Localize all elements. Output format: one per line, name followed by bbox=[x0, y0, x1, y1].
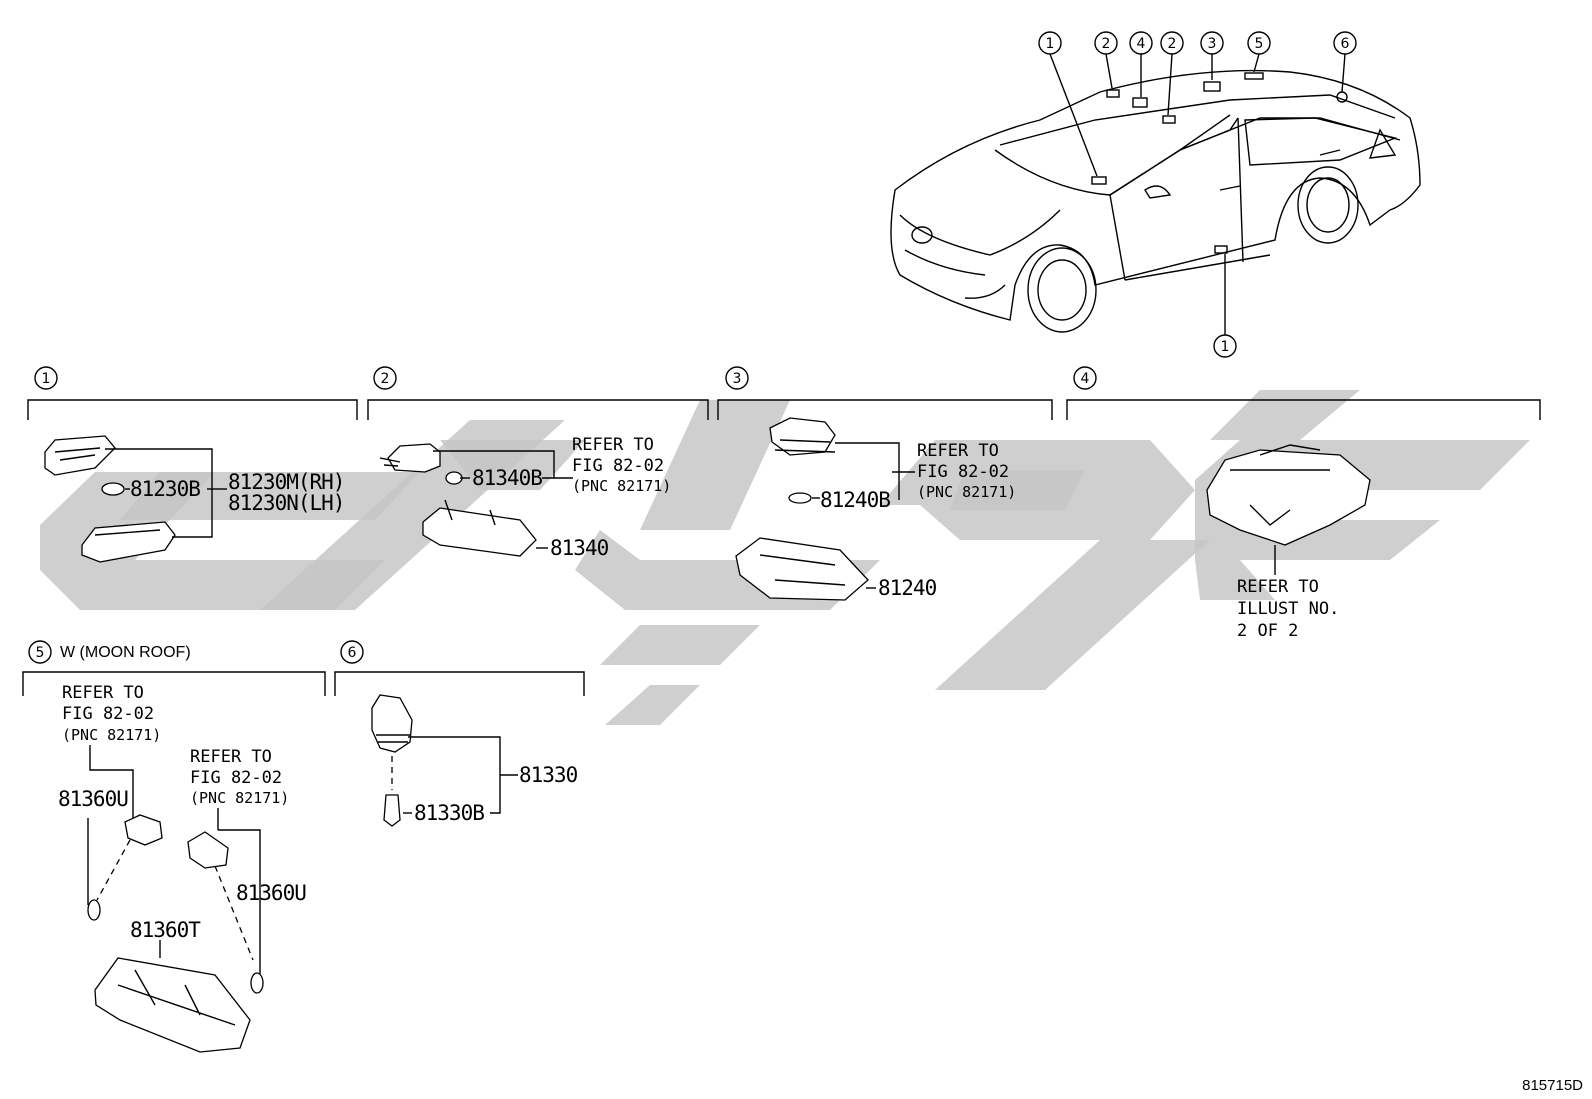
car-callout-1b: 1 bbox=[1213, 334, 1237, 358]
part-number-81340: 81340 bbox=[550, 536, 609, 560]
car-callout-4: 4 bbox=[1129, 31, 1153, 55]
part-number-81330: 81330 bbox=[519, 763, 578, 787]
svg-text:1: 1 bbox=[1221, 339, 1230, 355]
section-6-header: 6 bbox=[334, 640, 585, 696]
section-3-parts: 81240B 81240 REFER TO FIG 82-02 (PNC 821… bbox=[735, 417, 1016, 601]
car-callout-1a: 1 bbox=[1038, 31, 1062, 55]
svg-text:5: 5 bbox=[36, 645, 45, 661]
part-number-81230M: 81230M(RH) bbox=[228, 470, 344, 494]
car-callout-2a: 2 bbox=[1094, 31, 1118, 55]
ref-s4-line3: 2 OF 2 bbox=[1237, 621, 1298, 641]
car-callout-6: 6 bbox=[1333, 31, 1357, 55]
ref-s2-line2: FIG 82-02 bbox=[572, 456, 664, 476]
section-3-header: 3 bbox=[717, 366, 1053, 420]
part-number-81330B: 81330B bbox=[414, 801, 484, 825]
vehicle-illustration bbox=[890, 53, 1421, 335]
s4-console-assembly bbox=[1206, 449, 1371, 546]
svg-text:6: 6 bbox=[348, 645, 357, 661]
part-number-81340B: 81340B bbox=[472, 466, 542, 490]
s1-lamp-housing bbox=[44, 435, 116, 476]
svg-text:5: 5 bbox=[1255, 36, 1264, 52]
svg-text:6: 6 bbox=[1341, 36, 1350, 52]
s5-socket-a bbox=[124, 814, 163, 846]
section-5-parts: REFER TO FIG 82-02 (PNC 82171) 81360U RE… bbox=[58, 683, 307, 1053]
s3-socket bbox=[769, 417, 836, 456]
s3-bulb-icon bbox=[788, 492, 812, 504]
ref-s5b-line2: FIG 82-02 bbox=[190, 768, 282, 788]
s5-socket-b bbox=[187, 831, 229, 869]
part-number-81360T: 81360T bbox=[130, 918, 201, 942]
ref-s3-line3: (PNC 82171) bbox=[917, 483, 1016, 501]
part-number-81360U-a: 81360U bbox=[58, 787, 128, 811]
part-number-81360U-b: 81360U bbox=[236, 881, 306, 905]
svg-text:4: 4 bbox=[1081, 371, 1090, 387]
svg-text:1: 1 bbox=[42, 371, 51, 387]
section-4-header: 4 bbox=[1066, 366, 1541, 420]
s5-lens-cover bbox=[94, 957, 251, 1053]
section-2-parts: 81340B 81340 REFER TO FIG 82-02 (PNC 821… bbox=[379, 435, 671, 560]
svg-text:2: 2 bbox=[1168, 36, 1177, 52]
ref-s3-line2: FIG 82-02 bbox=[917, 462, 1009, 482]
part-number-81230N: 81230N(LH) bbox=[228, 491, 344, 515]
svg-text:1: 1 bbox=[1046, 36, 1055, 52]
section-4-parts: REFER TO ILLUST NO. 2 OF 2 bbox=[1206, 444, 1371, 641]
s2-socket bbox=[387, 443, 441, 473]
svg-text:4: 4 bbox=[1137, 36, 1146, 52]
car-callout-3: 3 bbox=[1200, 31, 1224, 55]
part-number-81240B: 81240B bbox=[820, 488, 890, 512]
ref-s5a-line1: REFER TO bbox=[62, 683, 144, 703]
car-callout-2b: 2 bbox=[1160, 31, 1184, 55]
svg-text:W (MOON ROOF): W (MOON ROOF) bbox=[60, 644, 191, 661]
ref-s4-line2: ILLUST NO. bbox=[1237, 599, 1339, 619]
part-number-81240: 81240 bbox=[878, 576, 937, 600]
ref-s4-line1: REFER TO bbox=[1237, 577, 1319, 597]
s6-bulb-icon bbox=[383, 794, 401, 827]
ref-s5b-line3: (PNC 82171) bbox=[190, 789, 289, 807]
car-callout-5: 5 bbox=[1247, 31, 1271, 55]
s5-bulb-b-icon bbox=[250, 972, 264, 994]
svg-text:2: 2 bbox=[381, 371, 390, 387]
ref-s5a-line2: FIG 82-02 bbox=[62, 704, 154, 724]
svg-text:3: 3 bbox=[733, 371, 742, 387]
section-2-header: 2 bbox=[367, 366, 709, 420]
figure-code: 815715D bbox=[1522, 1077, 1583, 1094]
section-1-header: 1 bbox=[27, 366, 358, 420]
ref-s3-line1: REFER TO bbox=[917, 441, 999, 461]
s2-bulb-icon bbox=[445, 471, 463, 485]
section-6-parts: 81330 81330B bbox=[371, 694, 579, 827]
ref-s5a-line3: (PNC 82171) bbox=[62, 726, 161, 744]
section-5-header: 5 W (MOON ROOF) bbox=[22, 640, 326, 696]
section-1-parts: 81230B 81230M(RH) 81230N(LH) bbox=[44, 435, 345, 563]
s6-lamp bbox=[371, 694, 413, 753]
s5-bulb-a-icon bbox=[87, 899, 101, 921]
svg-text:3: 3 bbox=[1208, 36, 1217, 52]
svg-text:2: 2 bbox=[1102, 36, 1111, 52]
s1-bulb-icon bbox=[101, 482, 125, 496]
part-number-81230B: 81230B bbox=[130, 477, 200, 501]
ref-s2-line1: REFER TO bbox=[572, 435, 654, 455]
ref-s5b-line1: REFER TO bbox=[190, 747, 272, 767]
s1-lamp-lens bbox=[81, 521, 176, 563]
ref-s2-line3: (PNC 82171) bbox=[572, 477, 671, 495]
s2-lens bbox=[422, 507, 537, 557]
